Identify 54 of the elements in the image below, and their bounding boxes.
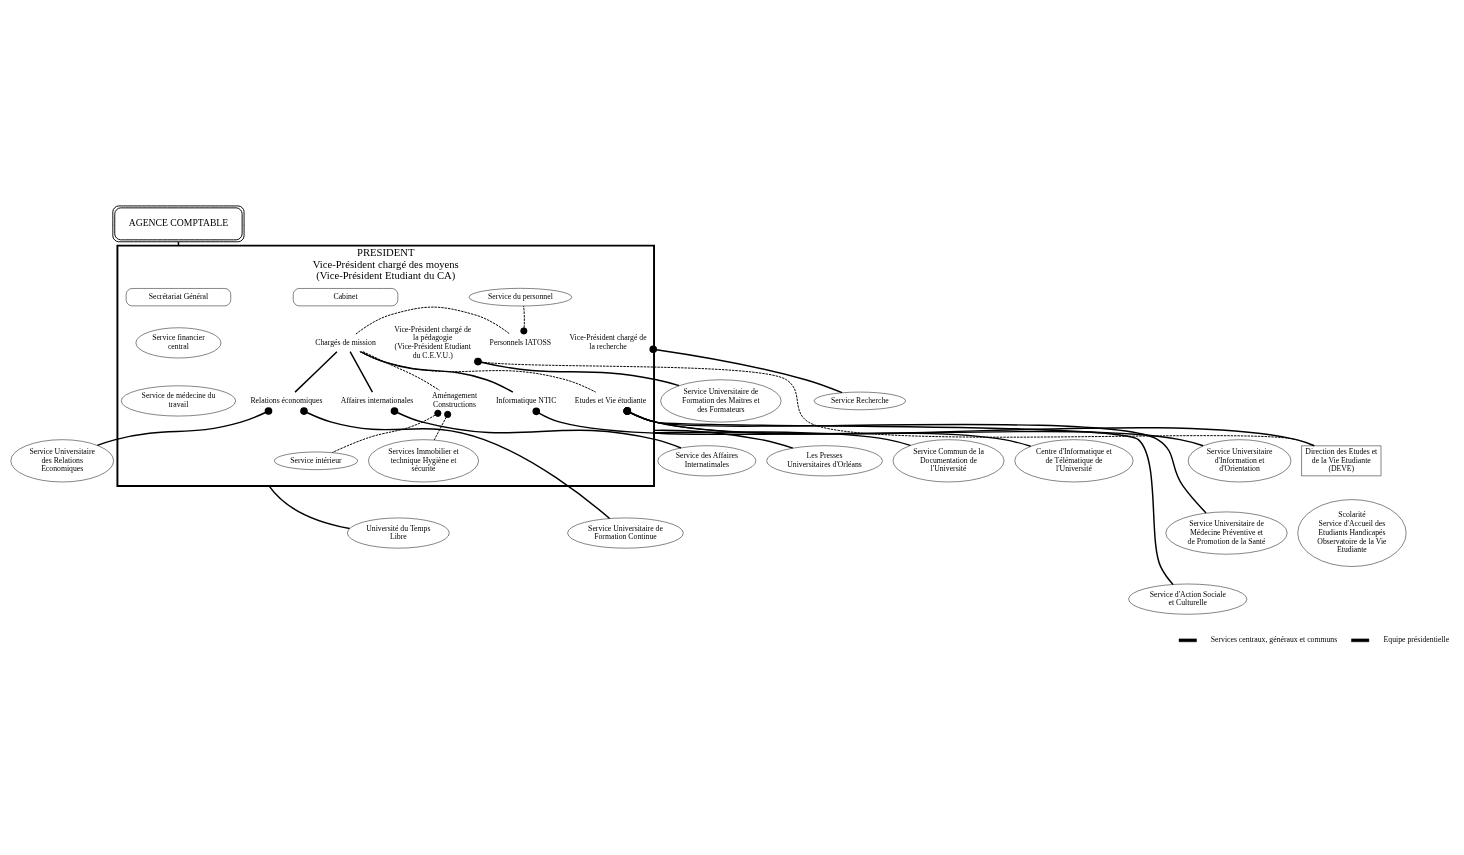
legend-label: Equipe présidentielle	[1383, 635, 1450, 645]
connector	[653, 429, 794, 449]
node-ellipse: Service intérieur	[274, 451, 358, 470]
node-ellipse: Service Universitaire de Formation des Maitres et des Formateurs	[660, 379, 782, 423]
connector	[96, 407, 273, 447]
connector	[268, 485, 351, 530]
connector	[300, 407, 611, 520]
connector	[390, 407, 682, 449]
node-ellipse: Service financier central	[135, 327, 222, 359]
node-ellipse: Service des Affaires Internatimales	[657, 445, 757, 477]
legend-label: Services centraux, généraux et communs	[1210, 635, 1338, 645]
node-ellipse: Service Universitaire des Relations Economiques	[10, 439, 114, 483]
connector	[349, 350, 374, 393]
node-ellipse: Service Universitaire de Formation Continue	[567, 517, 684, 549]
node-text: Informatique NTIC	[496, 395, 557, 405]
node-text: Etudes et Vie étudiante	[574, 395, 647, 405]
connector	[520, 305, 528, 335]
node-text: Personnels IATOSS	[489, 337, 552, 347]
node-ellipse: Service du personnel	[468, 288, 572, 307]
node-ellipse: Les Presses Universitaires d'Orléans	[766, 445, 883, 477]
node-ellipse: Service d'Action Sociale et Culturelle	[1128, 583, 1248, 615]
node-text: Vice-Président chargé de la pédagogie (Vice-Président Etudiant du C.E.V.U.)	[394, 324, 472, 360]
connector	[532, 407, 1032, 447]
node-box: Direction des Etudes et de la Vie Etudiante (DEVE)	[1301, 445, 1382, 477]
connector	[331, 409, 442, 453]
node-ellipse: Université du Temps Libre	[347, 517, 450, 549]
connector	[474, 357, 1315, 447]
connector	[623, 407, 1204, 447]
node-text: Vice-Président chargé de la recherche	[569, 333, 647, 352]
connector	[623, 407, 1174, 586]
connector	[355, 306, 511, 335]
node-ellipse: Service Universitaire de Médecine Préventive et de Promotion de la Santé	[1165, 511, 1288, 555]
node-ellipse: Service de médecine du travail	[120, 385, 236, 417]
node-ellipse: Service Commun de la Documentation de l'Université	[892, 439, 1005, 483]
connector	[474, 357, 680, 387]
node-text: Chargés de mission	[315, 337, 376, 347]
node-ellipse: Centre d'Informatique et de Télématique de l'Université	[1014, 439, 1134, 483]
node-ellipse: Service Universitaire d'Information et d'Orientation	[1187, 439, 1292, 483]
node-box: Secrétariat Général	[125, 288, 231, 307]
node-text: Affaires internationales	[340, 395, 414, 405]
node-text: Aménagement Constructions	[431, 391, 478, 410]
node-text: Relations économiques	[250, 395, 323, 405]
node-ellipse: Services Immobilier et technique Hygiène et sécurité	[368, 439, 479, 483]
connector	[653, 431, 912, 447]
connector	[359, 351, 597, 393]
connector	[362, 351, 440, 391]
connector	[359, 350, 514, 393]
connector	[623, 407, 1207, 514]
node-ellipse: Scolarité Service d'Accueil des Etudiants Handicapés Observatoire de la Vie Etudiante	[1297, 499, 1407, 567]
connector	[433, 410, 452, 441]
connector	[649, 345, 843, 394]
connector	[294, 350, 338, 393]
node-ellipse: Service Recherche	[813, 391, 906, 410]
node-box: Cabinet	[293, 288, 399, 307]
